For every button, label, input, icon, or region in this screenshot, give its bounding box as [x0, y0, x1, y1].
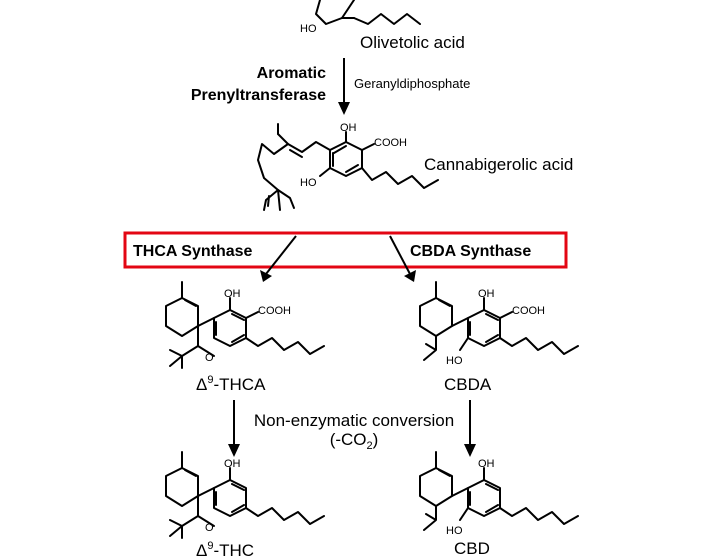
- cbd-oh-label: OH: [478, 458, 495, 470]
- olivetolic-ho-label: HO: [300, 23, 317, 35]
- cbd-structure: [419, 451, 579, 531]
- thc-oh-label: OH: [224, 458, 241, 470]
- cbda-oh-label: OH: [478, 288, 495, 300]
- thca-o-label: O: [205, 352, 214, 364]
- cbga-ho-label: HO: [300, 177, 317, 189]
- thca-synthase-label: THCA Synthase: [133, 243, 253, 260]
- cbga-cooh-label: COOH: [374, 137, 407, 149]
- aromatic-label: Aromatic: [257, 65, 326, 82]
- co2-label: (-CO2): [330, 430, 379, 452]
- cbd-label: CBD: [454, 539, 490, 558]
- prenyltransferase-label: Prenyltransferase: [191, 87, 326, 104]
- thca-oh-label: OH: [224, 288, 241, 300]
- cbda-label: CBDA: [444, 375, 492, 394]
- geranyldiphosphate-label: Geranyldiphosphate: [354, 76, 470, 91]
- cbd-ho-label: HO: [446, 525, 463, 537]
- thc-label: Δ9-THC: [196, 540, 254, 560]
- cbda-cooh-label: COOH: [512, 305, 545, 317]
- non-enzymatic-label: Non-enzymatic conversion: [254, 411, 454, 430]
- thca-structure: [165, 281, 325, 369]
- thca-to-thc-arrow: [228, 400, 240, 457]
- olivetolic-acid-structure: HO: [300, 0, 421, 35]
- thca-label: Δ9-THCA: [196, 374, 266, 394]
- cbda-to-cbd-arrow: [464, 400, 476, 457]
- cbda-synthase-label: CBDA Synthase: [410, 243, 531, 260]
- thc-o-label: O: [205, 522, 214, 534]
- cbda-branch-arrow: [389, 235, 416, 282]
- thca-cooh-label: COOH: [258, 305, 291, 317]
- thc-structure: [165, 451, 325, 539]
- olivetolic-acid-label: Olivetolic acid: [360, 33, 465, 52]
- cbga-oh-label: OH: [340, 122, 357, 134]
- cbda-structure: [419, 281, 579, 361]
- synthase-highlight-box: [123, 231, 568, 269]
- cannabigerolic-acid-label: Cannabigerolic acid: [424, 155, 573, 174]
- prenyltransferase-arrow: [338, 58, 350, 115]
- cannabigerolic-acid-structure: [257, 123, 439, 211]
- thca-branch-arrow: [260, 235, 297, 282]
- cbda-ho-label: HO: [446, 355, 463, 367]
